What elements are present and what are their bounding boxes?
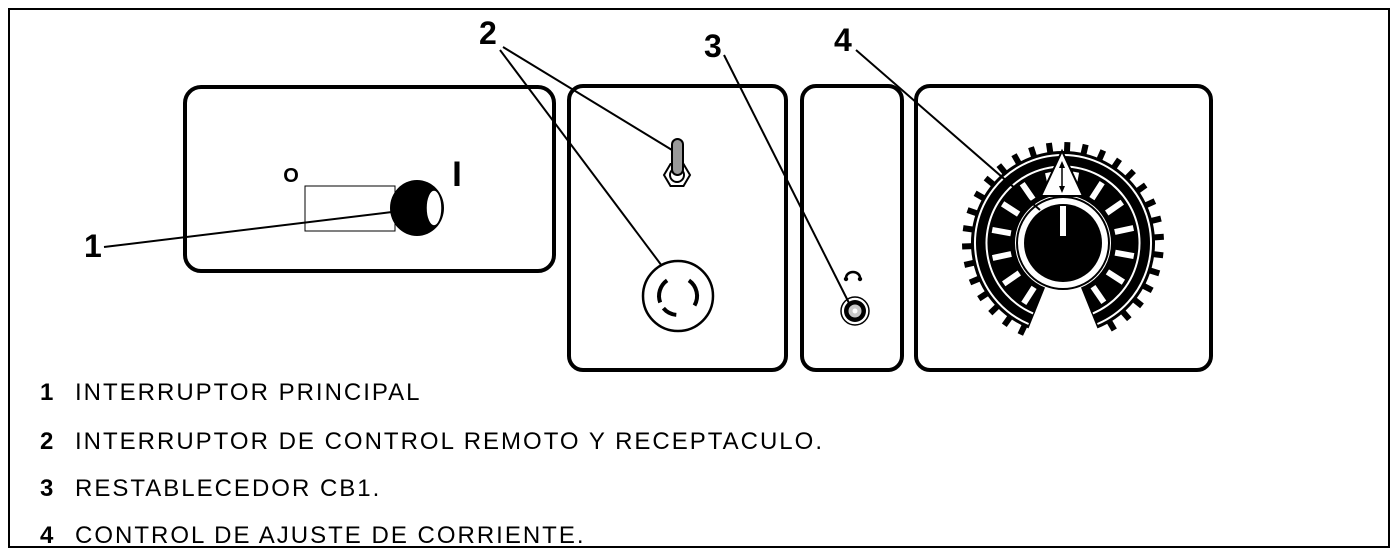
legend-number: 3 [40, 475, 53, 502]
dial-slot [991, 226, 1012, 237]
leader-line-3 [723, 54, 850, 304]
toggle-switch-icon [662, 138, 692, 187]
dial-pointer-arrow-head-up [1059, 161, 1065, 168]
twist-lock-receptacle-icon [641, 259, 715, 333]
legend-text: INTERRUPTOR PRINCIPAL [75, 379, 422, 406]
receptacle-slot-left [657, 278, 669, 304]
dial-slot [1000, 201, 1021, 217]
dial-slot [1089, 180, 1105, 201]
dial-pointer-arrow-head-down [1059, 186, 1065, 193]
breaker-symbol-arc [844, 270, 862, 279]
legend-number: 2 [40, 428, 53, 455]
legend: 1 INTERRUPTOR PRINCIPAL 2 INTERRUPTOR DE… [40, 379, 824, 549]
dial-slot [1021, 285, 1037, 306]
callout-2: 2 [479, 15, 497, 51]
legend-item: 1 INTERRUPTOR PRINCIPAL [40, 379, 422, 406]
dial-slot [1104, 199, 1125, 216]
legend-text: RESTABLECEDOR CB1. [75, 475, 381, 502]
dial-knob-indicator [1060, 206, 1066, 236]
on-symbol: I [452, 155, 462, 194]
switch-plate [304, 185, 396, 232]
leader-line-4 [855, 49, 1041, 211]
callout-1: 1 [84, 228, 102, 264]
off-symbol: O [283, 165, 299, 187]
receptacle-slot-right [687, 278, 700, 307]
reset-panel [800, 84, 904, 372]
receptacle-rim [641, 259, 715, 333]
legend-item: 2 INTERRUPTOR DE CONTROL REMOTO Y RECEPT… [40, 428, 824, 455]
current-dial-icon [961, 141, 1164, 336]
leader-line-2-receptacle [499, 49, 663, 267]
dial-slot [1105, 269, 1126, 285]
reset-panel-border [800, 84, 904, 372]
dial-slot [991, 251, 1012, 261]
breaker-symbol-dot-left [843, 276, 849, 282]
toggle-lever [671, 138, 684, 176]
dial-slot [1019, 181, 1036, 202]
receptacle-slot-bottom [661, 306, 677, 317]
dial-knob [1024, 204, 1102, 282]
legend-item: 3 RESTABLECEDOR CB1. [40, 475, 381, 502]
legend-number: 1 [40, 379, 53, 406]
circuit-breaker-reset-icon [843, 270, 863, 282]
legend-text: CONTROL DE AJUSTE DE CORRIENTE. [75, 522, 586, 549]
remote-control-panel-border [567, 84, 788, 372]
legend-number: 4 [40, 522, 54, 549]
remote-control-panel [567, 84, 788, 372]
rotary-knob-icon [390, 180, 444, 236]
knob-highlight [425, 189, 443, 227]
leader-line-1 [103, 211, 393, 248]
dial-slot [1001, 270, 1022, 287]
breaker-symbol-dot-right [857, 276, 863, 282]
leader-line-2-toggle [502, 46, 673, 151]
callout-4: 4 [834, 22, 852, 58]
main-switch-panel: O I [183, 85, 556, 273]
callout-3: 3 [704, 28, 722, 64]
reset-button-center [852, 308, 858, 314]
current-control-panel [914, 84, 1213, 372]
main-switch-panel-border [183, 85, 556, 273]
reset-button-icon [840, 296, 870, 326]
legend-item: 4 CONTROL DE AJUSTE DE CORRIENTE. [40, 522, 586, 549]
dial-slot [1114, 249, 1135, 260]
dial-slot [1114, 225, 1135, 235]
dial-slot [1090, 284, 1107, 305]
legend-text: INTERRUPTOR DE CONTROL REMOTO Y RECEPTAC… [75, 428, 824, 455]
